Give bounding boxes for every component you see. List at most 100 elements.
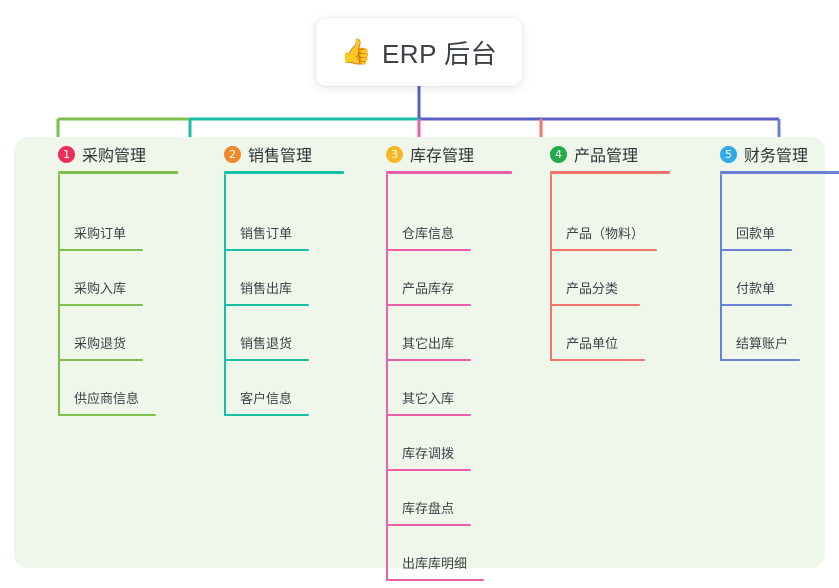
leaf-label: 采购退货 — [74, 336, 127, 351]
branch-spine — [550, 174, 552, 361]
branch-header-4[interactable]: 4 产品管理 — [528, 137, 693, 171]
leaf-node[interactable]: 产品单位 — [550, 306, 693, 361]
branch-spine — [224, 174, 226, 416]
branch-badge-icon: 4 — [550, 145, 567, 163]
leaf-node[interactable]: 仓库信息 — [386, 196, 529, 251]
branch-underline — [550, 171, 670, 174]
root-title: ERP 后台 — [381, 38, 498, 69]
leaf-label: 产品分类 — [566, 281, 619, 296]
leaf-underline — [386, 304, 471, 306]
leaf-underline — [58, 414, 156, 416]
leaf-label: 客户信息 — [240, 391, 293, 406]
branch-title: 产品管理 — [574, 148, 639, 165]
leaf-underline — [550, 249, 657, 251]
leaf-node[interactable]: 客户信息 — [224, 361, 367, 416]
branch-spine — [720, 174, 722, 361]
branch-item-list: 采购订单采购入库采购退货供应商信息 — [58, 174, 201, 416]
branch-spine — [386, 174, 388, 581]
leaf-underline — [550, 304, 640, 306]
branch-badge-icon: 1 — [58, 145, 75, 163]
leaf-label: 出库库明细 — [402, 556, 468, 571]
leaf-underline — [224, 249, 309, 251]
leaf-node[interactable]: 出库库明细 — [386, 526, 529, 581]
leaf-node[interactable]: 销售订单 — [224, 196, 367, 251]
leaf-underline — [224, 304, 309, 306]
leaf-node[interactable]: 付款单 — [720, 251, 839, 306]
leaf-underline — [720, 249, 792, 251]
leaf-node[interactable]: 其它出库 — [386, 306, 529, 361]
branch-badge-icon: 2 — [224, 145, 241, 163]
branch-underline — [720, 171, 839, 174]
root-node[interactable]: 👍 ERP 后台 — [316, 18, 522, 86]
branch-item-list: 回款单付款单结算账户 — [720, 174, 839, 361]
leaf-label: 其它出库 — [402, 336, 455, 351]
thumbs-up-icon: 👍 — [340, 37, 372, 66]
leaf-node[interactable]: 其它入库 — [386, 361, 529, 416]
branch-underline — [224, 171, 344, 174]
leaf-underline — [224, 414, 309, 416]
leaf-label: 仓库信息 — [402, 226, 455, 241]
leaf-label: 其它入库 — [402, 391, 455, 406]
leaf-underline — [386, 359, 471, 361]
leaf-underline — [386, 469, 471, 471]
branch-column-3: 3 库存管理仓库信息产品库存其它出库其它入库库存调拨库存盘点出库库明细 — [364, 137, 529, 581]
leaf-node[interactable]: 产品分类 — [550, 251, 693, 306]
leaf-node[interactable]: 产品（物料） — [550, 196, 693, 251]
leaf-underline — [58, 304, 143, 306]
branch-header-3[interactable]: 3 库存管理 — [364, 137, 529, 171]
leaf-node[interactable]: 库存盘点 — [386, 471, 529, 526]
leaf-node[interactable]: 供应商信息 — [58, 361, 201, 416]
leaf-node[interactable]: 结算账户 — [720, 306, 839, 361]
leaf-label: 供应商信息 — [74, 391, 140, 406]
leaf-label: 产品库存 — [402, 281, 455, 296]
leaf-label: 付款单 — [736, 281, 776, 296]
leaf-node[interactable]: 库存调拨 — [386, 416, 529, 471]
leaf-label: 销售退货 — [240, 336, 293, 351]
branch-title: 库存管理 — [410, 148, 475, 165]
branch-badge-icon: 3 — [386, 145, 403, 163]
leaf-underline — [386, 414, 471, 416]
branch-underline — [386, 171, 512, 174]
leaf-underline — [58, 359, 143, 361]
leaf-underline — [720, 304, 792, 306]
leaf-underline — [386, 249, 471, 251]
leaf-label: 销售出库 — [240, 281, 293, 296]
branch-spine — [58, 174, 60, 416]
leaf-underline — [224, 359, 309, 361]
branch-header-1[interactable]: 1 采购管理 — [36, 137, 201, 171]
leaf-node[interactable]: 采购入库 — [58, 251, 201, 306]
leaf-underline — [386, 524, 471, 526]
leaf-label: 结算账户 — [736, 336, 789, 351]
leaf-underline — [720, 359, 800, 361]
branch-column-4: 4 产品管理产品（物料） 产品分类产品单位 — [528, 137, 693, 361]
branch-underline — [58, 171, 178, 174]
leaf-label: 库存盘点 — [402, 501, 455, 516]
branch-title: 采购管理 — [82, 148, 147, 165]
leaf-label: 产品（物料） — [566, 226, 645, 241]
leaf-node[interactable]: 产品库存 — [386, 251, 529, 306]
branch-item-list: 产品（物料） 产品分类产品单位 — [550, 174, 693, 361]
leaf-underline — [58, 249, 143, 251]
leaf-underline — [386, 579, 484, 581]
leaf-node[interactable]: 销售退货 — [224, 306, 367, 361]
branch-item-list: 仓库信息产品库存其它出库其它入库库存调拨库存盘点出库库明细 — [386, 174, 529, 581]
leaf-node[interactable]: 采购订单 — [58, 196, 201, 251]
leaf-label: 销售订单 — [240, 226, 293, 241]
leaf-label: 采购入库 — [74, 281, 127, 296]
leaf-label: 库存调拨 — [402, 446, 455, 461]
leaf-underline — [550, 359, 645, 361]
leaf-node[interactable]: 回款单 — [720, 196, 839, 251]
branch-item-list: 销售订单销售出库销售退货客户信息 — [224, 174, 367, 416]
leaf-node[interactable]: 销售出库 — [224, 251, 367, 306]
leaf-label: 产品单位 — [566, 336, 619, 351]
leaf-label: 回款单 — [736, 226, 776, 241]
branch-column-1: 1 采购管理采购订单采购入库采购退货供应商信息 — [36, 137, 201, 416]
branch-badge-icon: 5 — [720, 145, 737, 163]
leaf-node[interactable]: 采购退货 — [58, 306, 201, 361]
diagram-panel — [14, 137, 825, 568]
